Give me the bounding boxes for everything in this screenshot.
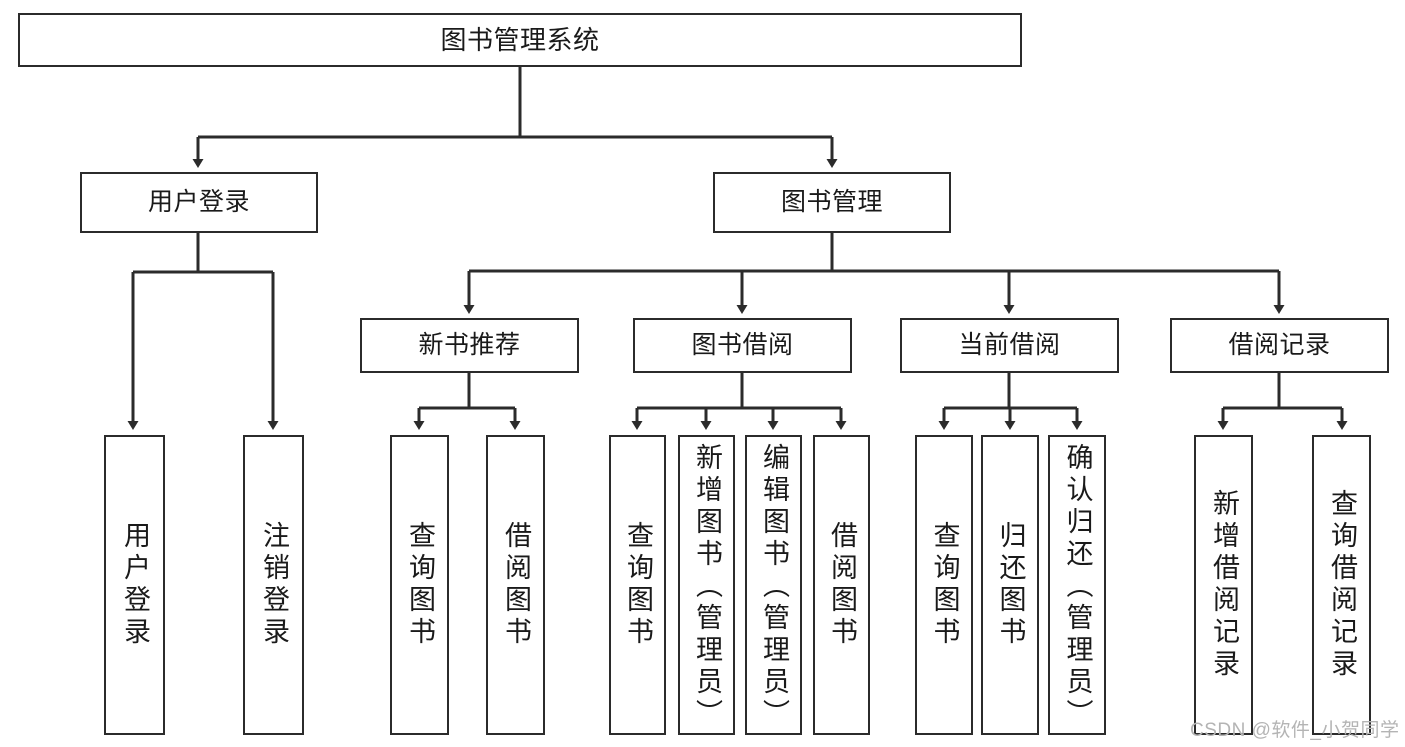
leaf-add-borrow-record[interactable]: 新增借阅记录 — [1194, 435, 1253, 735]
leaf-return-book[interactable]: 归还图书 — [981, 435, 1039, 735]
node-borrow-record[interactable]: 借阅记录 — [1170, 318, 1389, 373]
node-label: 新增借阅记录 — [1209, 489, 1239, 681]
node-user-login[interactable]: 用户登录 — [80, 172, 318, 233]
leaf-borrow-book-borrow[interactable]: 借阅图书 — [813, 435, 870, 735]
node-label: 借阅图书 — [501, 521, 531, 649]
node-label: 借阅图书 — [827, 521, 857, 649]
leaf-add-book-admin[interactable]: 新增图书（管理员） — [678, 435, 735, 735]
node-label: 归还图书 — [995, 521, 1026, 649]
node-label: 查询图书 — [929, 521, 960, 649]
node-label: 编辑图书（管理员） — [759, 443, 789, 731]
leaf-query-book-current[interactable]: 查询图书 — [915, 435, 973, 735]
node-book-borrow[interactable]: 图书借阅 — [633, 318, 852, 373]
node-label: 图书借阅 — [691, 330, 794, 359]
csdn-watermark: CSDN @软件_小贺同学 — [1190, 720, 1400, 741]
leaf-edit-book-admin[interactable]: 编辑图书（管理员） — [745, 435, 802, 735]
node-label: 确认归还（管理员） — [1062, 443, 1093, 731]
node-label: 图书管理 — [780, 187, 883, 216]
node-label: 注销登录 — [259, 521, 289, 649]
node-book-management[interactable]: 图书管理 — [713, 172, 951, 233]
leaf-query-book-borrow[interactable]: 查询图书 — [609, 435, 666, 735]
node-label: 借阅记录 — [1228, 330, 1331, 359]
leaf-confirm-return-admin[interactable]: 确认归还（管理员） — [1048, 435, 1106, 735]
leaf-query-borrow-record[interactable]: 查询借阅记录 — [1312, 435, 1371, 735]
leaf-query-book-new-recommend[interactable]: 查询图书 — [390, 435, 449, 735]
node-label: 查询图书 — [623, 521, 653, 649]
node-label: 查询借阅记录 — [1327, 489, 1357, 681]
node-label: 用户登录 — [147, 187, 250, 216]
node-label: 查询图书 — [405, 521, 435, 649]
leaf-user-login[interactable]: 用户登录 — [104, 435, 165, 735]
node-current-borrow[interactable]: 当前借阅 — [900, 318, 1119, 373]
node-new-book-recommend[interactable]: 新书推荐 — [360, 318, 579, 373]
node-label: 当前借阅 — [958, 330, 1061, 359]
node-label: 新书推荐 — [418, 330, 521, 359]
leaf-borrow-book-new-recommend[interactable]: 借阅图书 — [486, 435, 545, 735]
node-label: 用户登录 — [120, 521, 150, 649]
leaf-logout-login[interactable]: 注销登录 — [243, 435, 304, 735]
node-root-book-management-system[interactable]: 图书管理系统 — [18, 13, 1022, 67]
node-label: 图书管理系统 — [440, 24, 600, 55]
node-label: 新增图书（管理员） — [692, 443, 722, 731]
